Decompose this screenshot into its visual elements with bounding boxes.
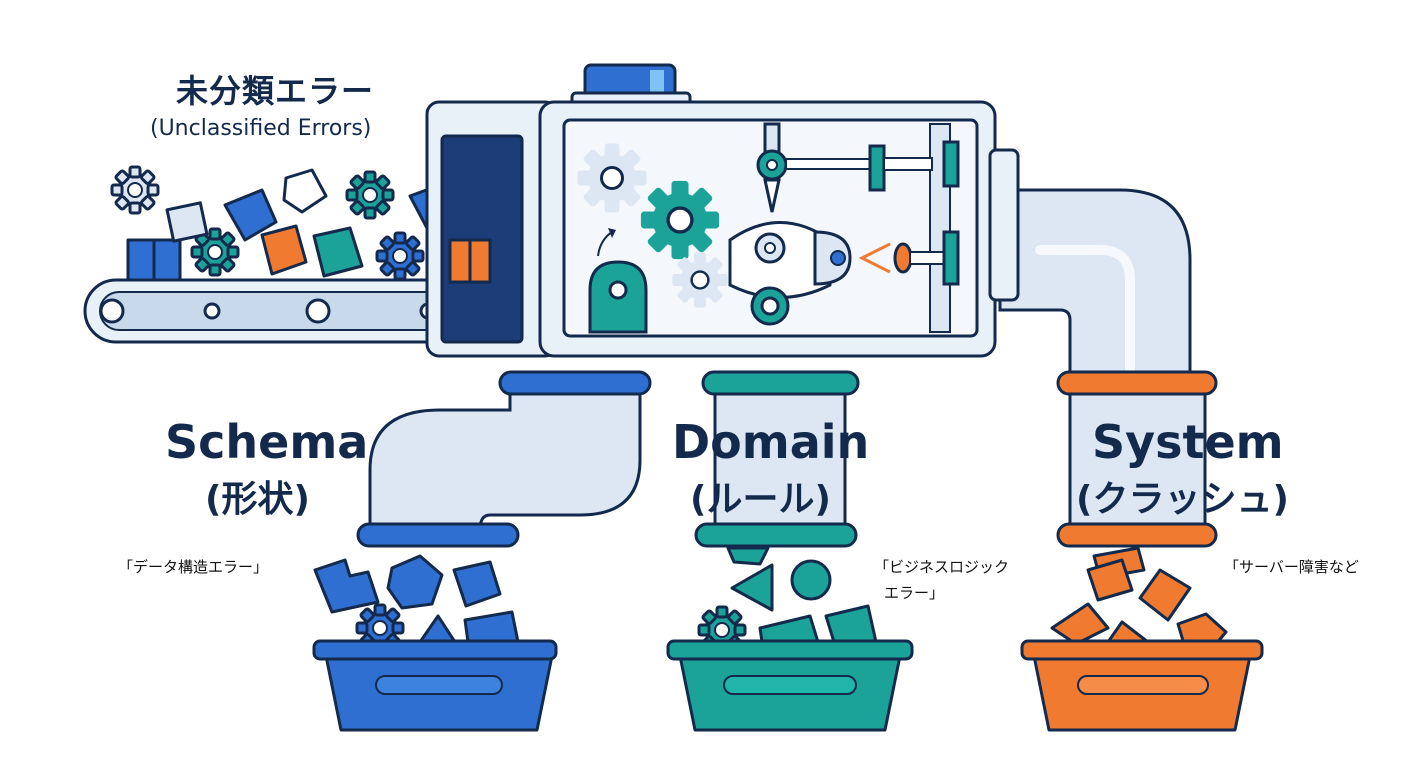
category-domain-note-line2: エラー」 [884, 582, 944, 603]
falling-items-schema [315, 556, 518, 651]
bin-domain [668, 641, 912, 730]
falling-items-system [1052, 548, 1226, 644]
sorting-machine [427, 65, 1018, 356]
input-title-en: (Unclassified Errors) [150, 116, 371, 141]
falling-items-domain [699, 548, 876, 653]
category-system-name: System [1092, 415, 1284, 469]
bin-schema [314, 641, 556, 730]
category-domain-sub: (ルール) [690, 470, 831, 522]
category-schema-sub: (形状) [205, 470, 310, 522]
category-system-note: 「サーバー障害など [1224, 556, 1359, 577]
category-domain-name: Domain [672, 415, 869, 469]
category-schema-note: 「データ構造エラー」 [118, 556, 268, 577]
input-title-jp: 未分類エラー [176, 66, 374, 112]
bin-system [1022, 641, 1262, 730]
pipe-system [1000, 190, 1190, 380]
category-schema-name: Schema [165, 415, 368, 469]
category-system-sub: (クラッシュ) [1076, 470, 1289, 522]
pipe-schema [370, 390, 640, 530]
category-domain-note-line1: 「ビジネスロジック [874, 556, 1009, 577]
